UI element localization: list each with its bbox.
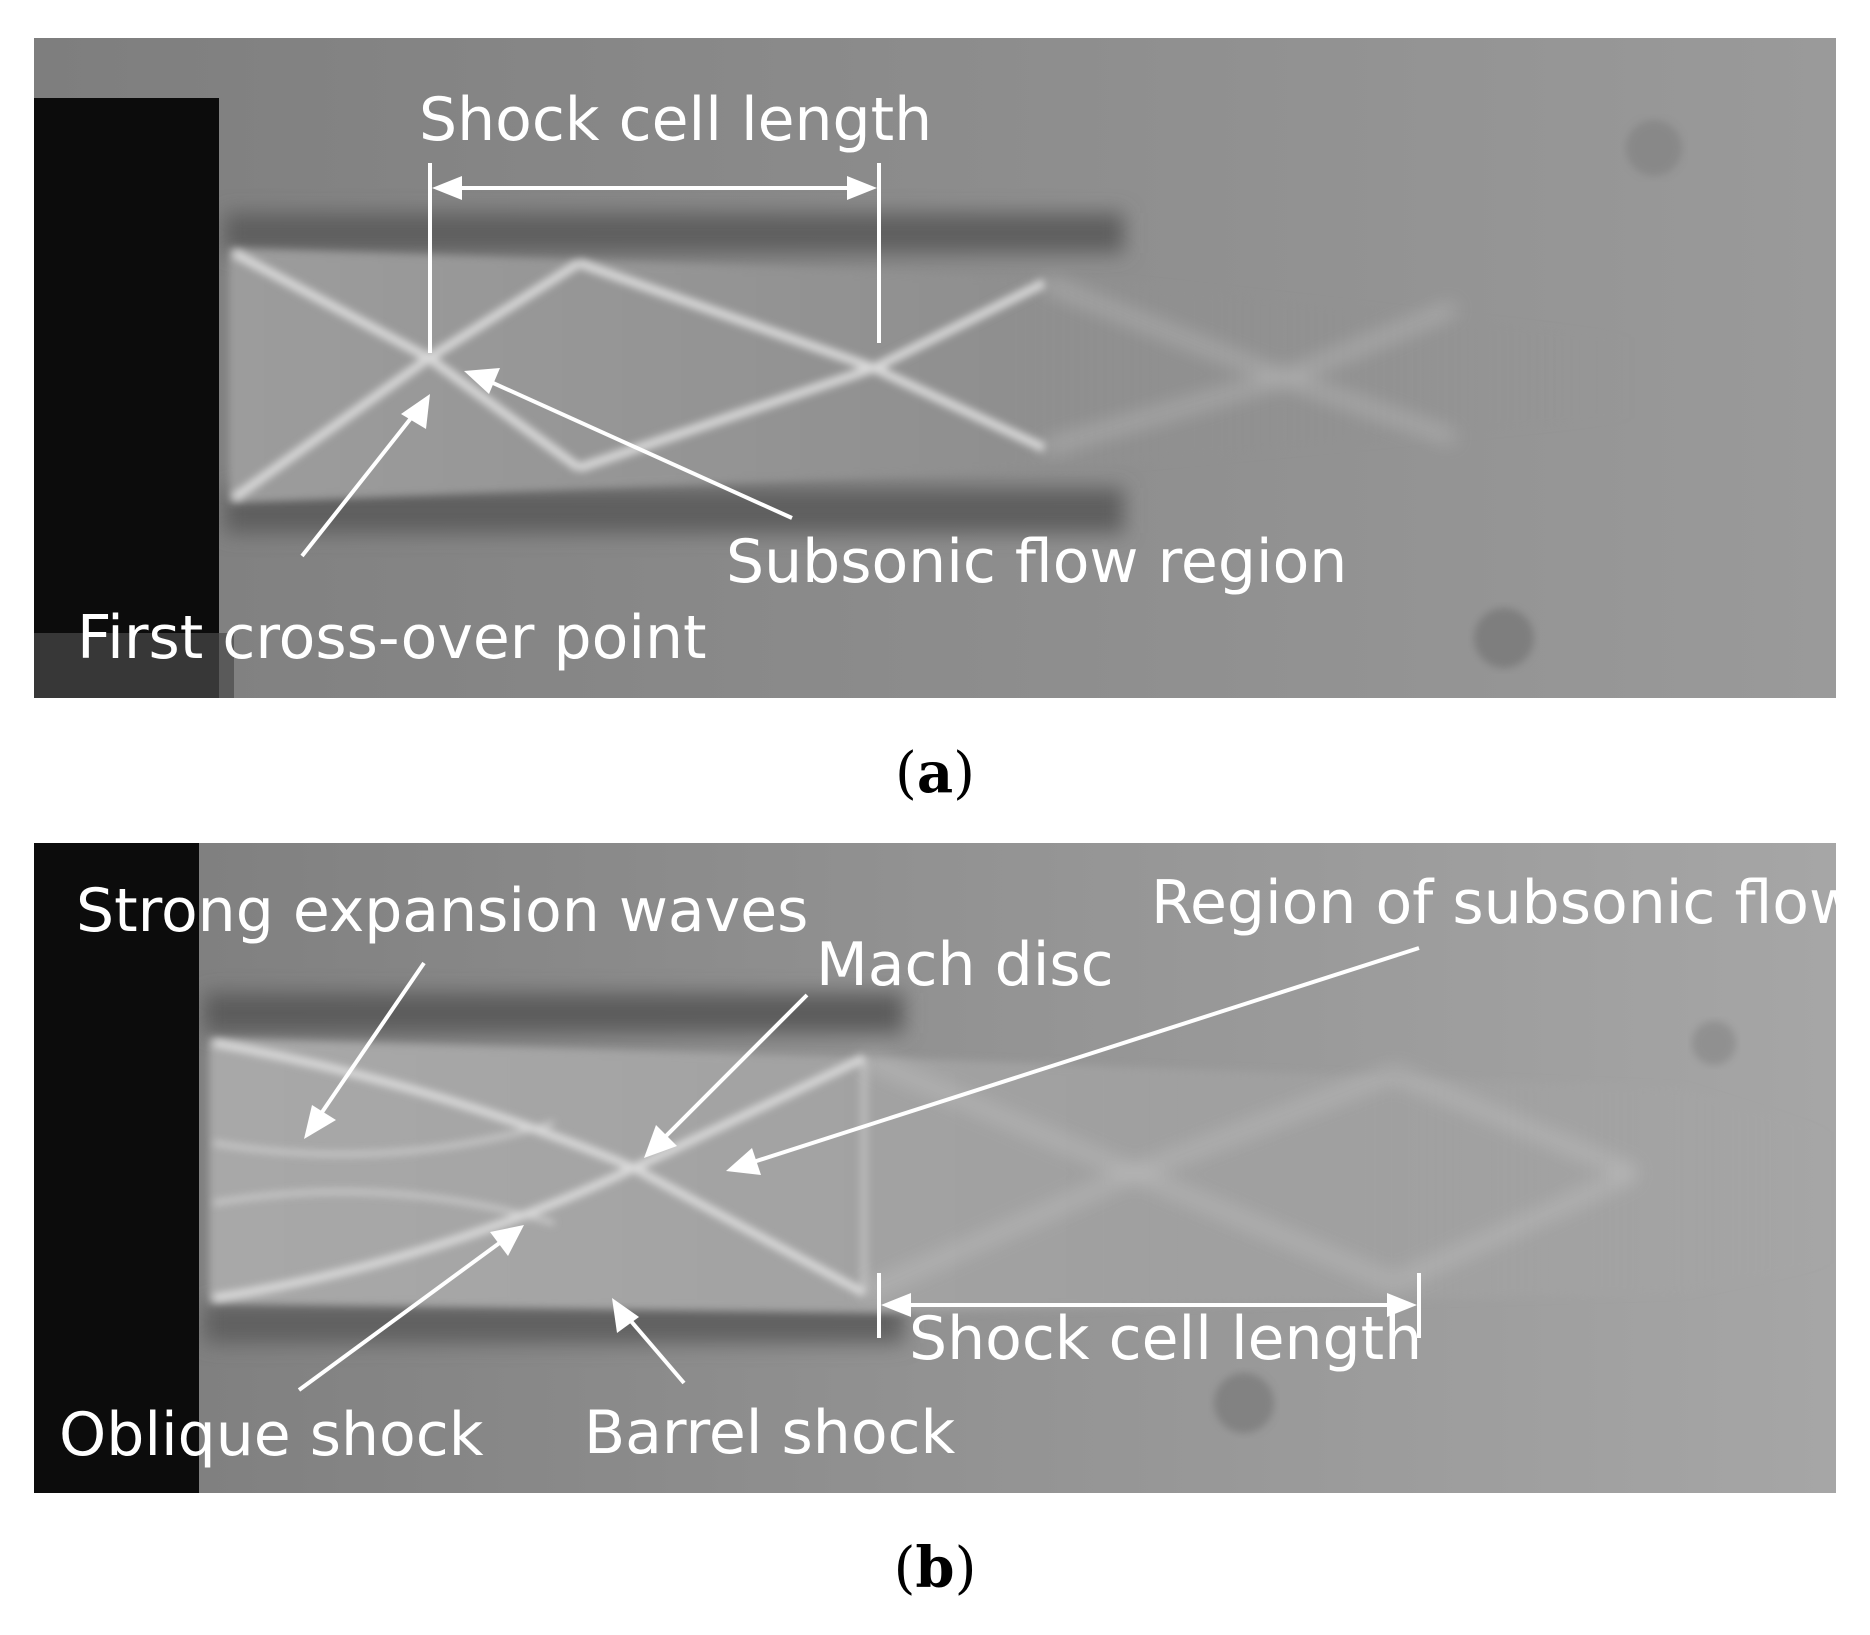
label-shock-cell-length-b: Shock cell length	[909, 1304, 1423, 1374]
jet-plume	[209, 1038, 1834, 1313]
jet-plume	[229, 248, 1634, 503]
jet-boundary-shadows	[204, 993, 904, 1343]
shock-pattern-a	[231, 249, 1047, 502]
label-strong-expansion-waves: Strong expansion waves	[76, 876, 809, 946]
label-barrel-shock: Barrel shock	[584, 1398, 956, 1468]
mach-disc-arrow	[657, 993, 809, 1145]
schlieren-image-b: Strong expansion waves Mach disc Region …	[34, 843, 1836, 1493]
annotations-a	[300, 163, 881, 558]
barrel-shock-arrow	[622, 1311, 686, 1385]
jet-photo-b	[34, 843, 1836, 1493]
label-shock-cell-length-a: Shock cell length	[419, 85, 933, 155]
annotations-b	[297, 946, 1421, 1392]
expansion-waves-arrow	[314, 961, 426, 1123]
label-oblique-shock: Oblique shock	[59, 1400, 484, 1470]
schlieren-image-a: Shock cell length Subsonic flow region F…	[34, 38, 1836, 698]
label-mach-disc: Mach disc	[816, 930, 1114, 1000]
caption-b: (b)	[893, 1535, 977, 1601]
subsonic-region-arrow	[481, 376, 793, 520]
nozzle	[34, 98, 219, 698]
shock-pattern-b	[213, 1039, 868, 1302]
label-region-of-subsonic-flow: Region of subsonic flow	[1151, 868, 1836, 938]
label-first-crossover-point: First cross-over point	[77, 603, 707, 673]
jet-photo-a	[34, 38, 1836, 698]
nozzle	[34, 843, 199, 1493]
label-subsonic-flow-region: Subsonic flow region	[726, 527, 1348, 597]
first-crossover-arrow	[300, 406, 421, 558]
oblique-shock-arrow	[297, 1234, 511, 1392]
caption-a: (a)	[894, 740, 975, 806]
subsonic-flow-arrow	[743, 946, 1420, 1167]
